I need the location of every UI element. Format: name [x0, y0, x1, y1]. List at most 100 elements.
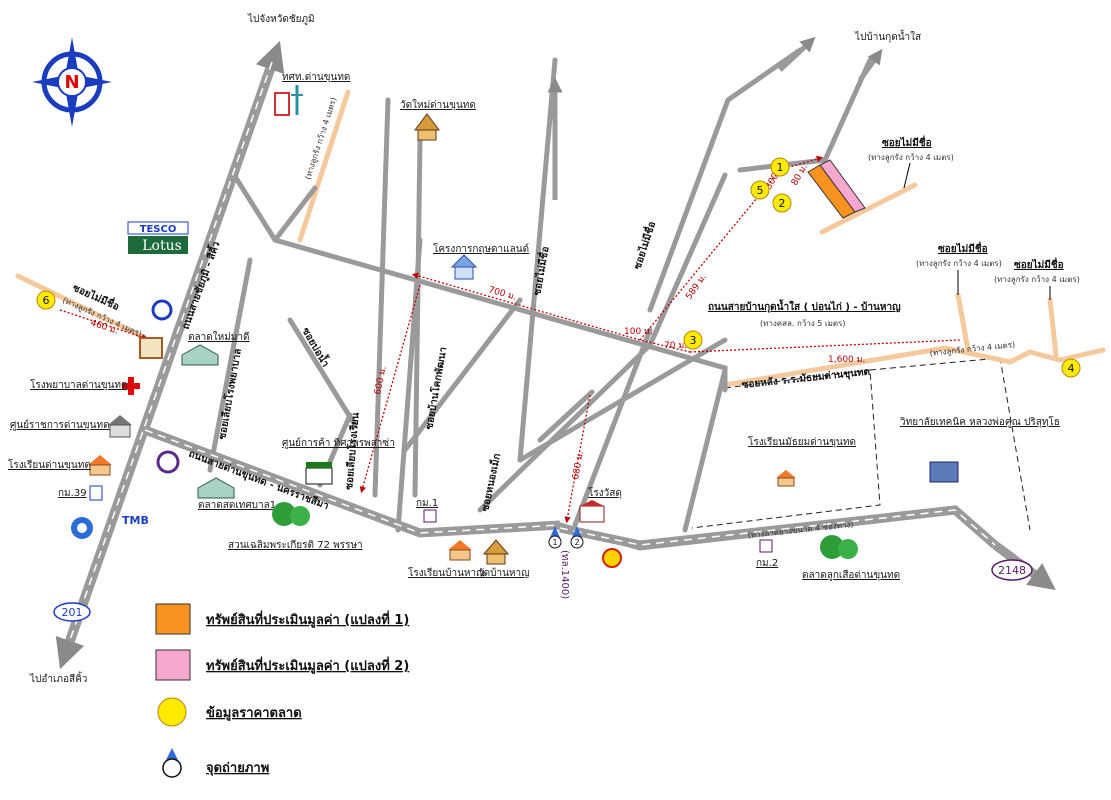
- road-label-soi-left-2: ซอยบ้านโคกพัฒนา: [422, 346, 449, 431]
- tesco-lotus-logo: TESCO Lotus: [127, 221, 189, 254]
- property-plots: [807, 159, 866, 219]
- marker-5-label: 5: [757, 184, 764, 197]
- distance-lines: [59, 155, 961, 524]
- km39-label: กม.39: [58, 488, 87, 499]
- school-icon-left: [88, 455, 112, 476]
- place-temple-top: วัดใหม่ด่านขุนทด: [400, 99, 476, 111]
- destination-top-left: ไปจังหวัดชัยภูมิ: [247, 13, 315, 25]
- highway-2148-label: 2148: [998, 564, 1026, 577]
- side-soi-right-label: ซอยไม่มีชื่อ: [1014, 257, 1064, 271]
- distance-1600: 1,600 ม.: [828, 355, 865, 365]
- distance-100: 100 ม.: [624, 327, 653, 337]
- km39-marker: กม.39: [58, 485, 103, 501]
- place-temple-banhan: วัดบ้านหาญ: [478, 567, 530, 579]
- photo-point-1: 1: [548, 526, 562, 549]
- legend-item-photo-point: จุดถ่ายภาพ: [162, 748, 269, 778]
- school-banhan-icon: [448, 540, 472, 561]
- temple-banhan-icon: [482, 539, 510, 565]
- highway-shield-2148: 2148: [991, 559, 1033, 581]
- highway-1400-label: (ทล.1400): [559, 550, 570, 599]
- road-label-middle-sub: (ทางคสล. กว้าง 5 เมตร): [760, 319, 846, 328]
- legend: ทรัพย์สินที่ประเมินมูลค่า (แปลงที่ 1) ทร…: [155, 603, 409, 778]
- college-icon: [929, 461, 959, 483]
- legend-label-plot-2: ทรัพย์สินที่ประเมินมูลค่า (แปลงที่ 2): [206, 656, 409, 674]
- shell-icon: [602, 548, 622, 568]
- km2-label: กม.2: [756, 558, 778, 569]
- tot-building-icon: [274, 85, 303, 116]
- photo-point-2: 2: [570, 526, 584, 549]
- distance-600: 600 ม.: [373, 365, 389, 395]
- marker-2-label: 2: [779, 197, 786, 210]
- place-school-banhan: โรงเรียนบ้านหาญ: [408, 566, 485, 579]
- side-soi-mid: ซอยไม่มีชื่อ (ทางลูกรัง กว้าง 4 เมตร): [916, 241, 1002, 295]
- side-soi-mid-sub: (ทางลูกรัง กว้าง 4 เมตร): [916, 259, 1002, 269]
- bank-icon: [151, 299, 173, 321]
- marker-6-label: 6: [43, 294, 50, 307]
- legend-label-market-data: ข้อมูลราคาตลาด: [206, 705, 302, 721]
- market-building-icon: [181, 344, 219, 366]
- place-school-left: โรงเรียนด่านขุนทด: [8, 458, 91, 471]
- side-soi-top: ซอยไม่มีชื่อ (ทางลูกรัง กว้าง 4 เมตร): [868, 135, 954, 189]
- marker-4-label: 4: [1068, 362, 1075, 375]
- compass-label: N: [64, 72, 79, 93]
- side-soi-top-sub: (ทางลูกรัง กว้าง 4 เมตร): [868, 153, 954, 163]
- scout-tree-icon: [820, 535, 858, 559]
- brand-tesco: TESCO: [140, 224, 177, 235]
- marker-3: 3: [683, 330, 703, 350]
- highway-201-label: 201: [62, 606, 83, 619]
- market-muni-icon: [197, 477, 235, 499]
- place-college: วิทยาลัยเทคนิค หลวงพ่อคูณ ปริสุทฺโธ: [900, 415, 1060, 428]
- road-label-unnamed-1: ซอยไม่มีชื่อ: [529, 245, 551, 296]
- place-market-muni: ตลาดสดเทศบาล1: [198, 500, 276, 511]
- destination-top-right: ไปบ้านกุดน้ำใส: [854, 29, 921, 43]
- km1-label: กม.1: [416, 498, 438, 509]
- km1-marker: กม.1: [416, 498, 438, 523]
- km2-marker: กม.2: [756, 539, 778, 569]
- market-sign-icon: [139, 337, 163, 359]
- highway-shield-201: 201: [53, 602, 91, 622]
- destination-arrows: [547, 36, 883, 200]
- legend-item-plot-1: ทรัพย์สินที่ประเมินมูลค่า (แปลงที่ 1): [155, 603, 409, 635]
- photo-point-2-label: 2: [574, 538, 579, 547]
- plot-2: [819, 159, 866, 213]
- trade-center-icon: [305, 462, 333, 485]
- place-hospital: โรงพยาบาลด่านขุนทด: [30, 378, 128, 391]
- place-market-tiny: ตลาดลูกเสือด่านขุนทด: [802, 569, 900, 581]
- hotel-icon: [579, 500, 605, 523]
- place-hotel: โรงวัสดุ: [588, 486, 622, 499]
- legend-label-photo-point: จุดถ่ายภาพ: [206, 761, 269, 776]
- marker-6: 6: [36, 290, 56, 310]
- thai-bank-icon: [156, 450, 180, 474]
- compass-icon: N: [32, 37, 112, 127]
- market-markers: 1 2 3 4 5 6: [36, 157, 1081, 378]
- place-market-new: ตลาดใหม่มาดี: [188, 331, 250, 343]
- gov-center-icon: [108, 415, 132, 438]
- place-school-mattayom: โรงเรียนมัธยมด่านขุนทด: [748, 435, 856, 448]
- place-trade-center: ศูนย์การค้า ทิศาพรพลาซ่า: [282, 437, 395, 449]
- brand-tmb: TMB: [122, 514, 149, 527]
- marker-1-label: 1: [777, 161, 784, 174]
- destination-bottom-left: ไปอำเภอสีคิ้ว: [29, 671, 87, 685]
- hospital-icon: [120, 375, 142, 397]
- park-icon: [272, 502, 310, 526]
- side-soi-top-label: ซอยไม่มีชื่อ: [882, 135, 932, 149]
- marker-1: 1: [770, 157, 790, 177]
- road-label-middle: ถนนสายบ้านกุดน้ำใส ( บ่อนไก่ ) - บ้านหาญ: [708, 299, 901, 313]
- legend-label-plot-1: ทรัพย์สินที่ประเมินมูลค่า (แปลงที่ 1): [206, 610, 409, 628]
- marker-5: 5: [750, 180, 770, 200]
- distance-70: 70 ม.: [664, 341, 687, 351]
- distance-589: 589 ม.: [684, 272, 709, 301]
- photo-point-1-label: 1: [552, 538, 557, 547]
- kbank-icon: [71, 517, 93, 539]
- place-project: โครงการกฤษดาแลนด์: [433, 242, 529, 255]
- marker-3-label: 3: [690, 334, 697, 347]
- temple-icon: [414, 113, 440, 141]
- house-icon: [450, 254, 478, 280]
- side-soi-right-sub: (ทางลูกรัง กว้าง 4 เมตร): [994, 275, 1080, 285]
- place-park: สวนเฉลิมพระเกียรติ 72 พรรษา: [228, 539, 363, 551]
- road-label-unnamed-2: ซอยไม่มีชื่อ: [630, 219, 659, 271]
- school-mattayom-icon: [776, 470, 796, 487]
- legend-item-market-data: ข้อมูลราคาตลาด: [157, 697, 302, 727]
- main-diagonal-road: [55, 40, 285, 670]
